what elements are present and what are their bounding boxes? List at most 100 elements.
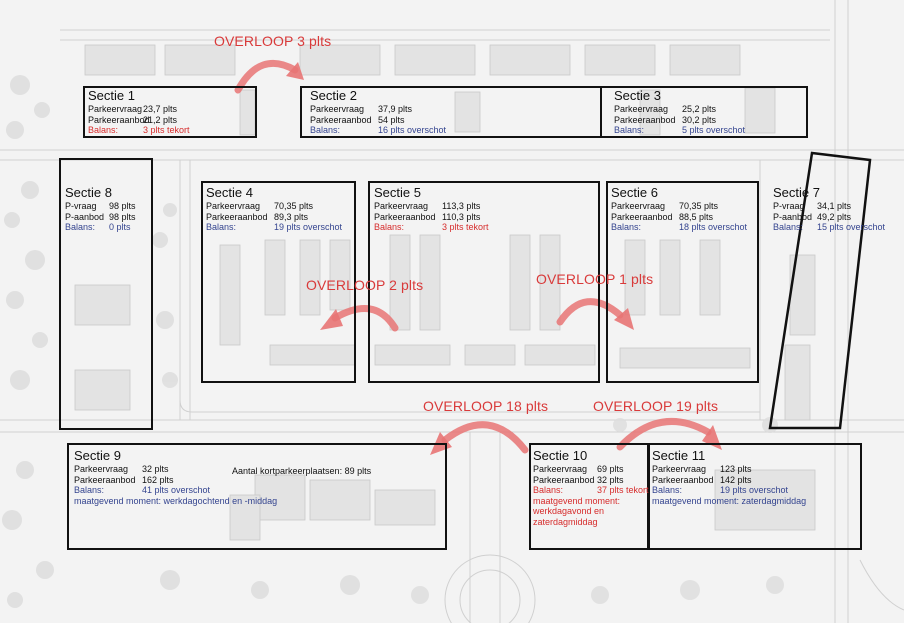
section-row: P-aanbod 49,2 plts — [773, 212, 885, 223]
row-label: Parkeervraag — [88, 104, 143, 114]
section-title: Sectie 5 — [374, 185, 421, 200]
section-row: Balans: 0 plts — [65, 222, 136, 233]
row-label: Parkeeraanbod — [74, 474, 136, 485]
row-label: Parkeeraanbod — [310, 114, 372, 125]
section-8-border — [59, 158, 153, 430]
kortparkeer-label: Aantal kortparkeerplaatsen: 89 plts — [232, 466, 372, 476]
row-value: 54 plts — [378, 114, 405, 125]
row-label: P-aanbod — [65, 211, 105, 222]
section-7-border — [768, 151, 872, 430]
row-value: 110,3 plts — [442, 211, 481, 222]
row-value: 30,2 plts — [682, 114, 717, 125]
row-label: Parkeeraanbod — [374, 211, 436, 222]
section-title: Sectie 9 — [74, 448, 121, 463]
row-label: Parkeeraanbod — [88, 114, 150, 125]
row-label: Balans: — [206, 222, 237, 232]
row-value: 89,3 plts — [274, 211, 309, 222]
section-row: Balans: 37 plts tekort — [533, 485, 649, 496]
row-label: Parkeeraanbod — [652, 474, 714, 485]
row-label: Parkeeraanbod — [611, 211, 673, 222]
row-value: 21,2 plts — [143, 114, 178, 125]
overloop-18-label: OVERLOOP 18 plts — [423, 398, 549, 414]
row-value: 142 plts — [720, 474, 752, 485]
section-title: Sectie 8 — [65, 185, 112, 200]
row-value: 162 plts — [142, 474, 174, 485]
section-3-border — [600, 86, 808, 138]
overloop-2-label: OVERLOOP 2 plts — [306, 277, 424, 293]
maatgevend-moment: werkdagavond en — [533, 506, 605, 516]
section-1-border — [83, 86, 257, 138]
row-value: 0 plts — [109, 222, 131, 232]
row-value: 19 plts overschot — [274, 222, 343, 232]
row-value: 69 plts — [597, 464, 624, 474]
section-row: Parkeeraanbod 142 plts — [652, 475, 806, 486]
section-row: Parkeeraanbod 54 plts — [310, 115, 446, 126]
section-11-border — [647, 443, 862, 550]
row-value: 23,7 plts — [143, 104, 178, 114]
section-row: Parkeeraanbod 162 plts — [74, 475, 277, 486]
row-value: 49,2 plts — [817, 211, 852, 222]
row-label: Parkeervraag — [533, 464, 588, 474]
row-label: Parkeeraanbod — [206, 211, 268, 222]
section-row: Parkeeraanbod 110,3 plts — [374, 212, 489, 223]
row-label: Parkeervraag — [206, 201, 261, 211]
row-value: 15 plts overschot — [817, 222, 886, 232]
section-row: Parkeervraag 113,3 plts — [374, 201, 489, 212]
maatgevend-moment: maatgevend moment: zaterdagmiddag — [652, 495, 807, 506]
maatgevend-moment: maatgevend moment: werkdagochtend en -mi… — [74, 495, 278, 506]
section-row: P-aanbod 98 plts — [65, 212, 136, 223]
section-5-border — [368, 181, 600, 383]
section-row: Balans:19 plts overschot — [652, 485, 806, 496]
row-label: Balans: — [533, 485, 564, 495]
section-title: Sectie 6 — [611, 185, 658, 200]
row-label: Parkeervraag — [652, 464, 707, 474]
section-row: Parkeervraag23,7 plts — [88, 104, 190, 115]
section-title: Sectie 4 — [206, 185, 253, 200]
row-value: 113,3 plts — [442, 201, 481, 211]
section-row: Balans:15 plts overschot — [773, 222, 885, 233]
row-value: 32 plts — [142, 464, 169, 474]
row-value: 32 plts — [597, 474, 624, 485]
section-row: Balans:3 plts tekort — [374, 222, 489, 233]
section-title: Sectie 1 — [88, 88, 135, 103]
row-value: 98 plts — [109, 211, 136, 222]
row-value: 37 plts tekort — [597, 485, 649, 495]
row-label: Balans: — [611, 222, 642, 232]
section-row: Balans:3 plts tekort — [88, 125, 190, 136]
section-row: Balans:16 plts overschot — [310, 125, 446, 136]
row-value: 37,9 plts — [378, 104, 413, 114]
section-row: Parkeeraanbod 89,3 plts — [206, 212, 342, 223]
row-value: 3 plts tekort — [442, 222, 489, 232]
row-label: Balans: — [310, 125, 341, 135]
row-label: Parkeeraanbod — [533, 474, 595, 485]
row-value: 3 plts tekort — [143, 125, 190, 135]
section-title: Sectie 10 — [533, 448, 588, 463]
row-label: Balans: — [65, 222, 96, 232]
row-label: P-aanbod — [773, 211, 813, 222]
row-value: 70,35 plts — [274, 201, 314, 211]
overloop-1-label: OVERLOOP 1 plts — [536, 271, 654, 287]
section-row: Balans:18 plts overschot — [611, 222, 747, 233]
section-row: Balans: 19 plts overschot — [206, 222, 342, 233]
row-label: Balans: — [74, 485, 105, 495]
maatgevend-moment: zaterdagmiddag — [533, 516, 598, 527]
section-title: Sectie 2 — [310, 88, 357, 103]
section-6-border — [606, 181, 759, 383]
row-label: Parkeervraag — [374, 201, 429, 211]
row-value: 41 plts overschot — [142, 485, 211, 495]
